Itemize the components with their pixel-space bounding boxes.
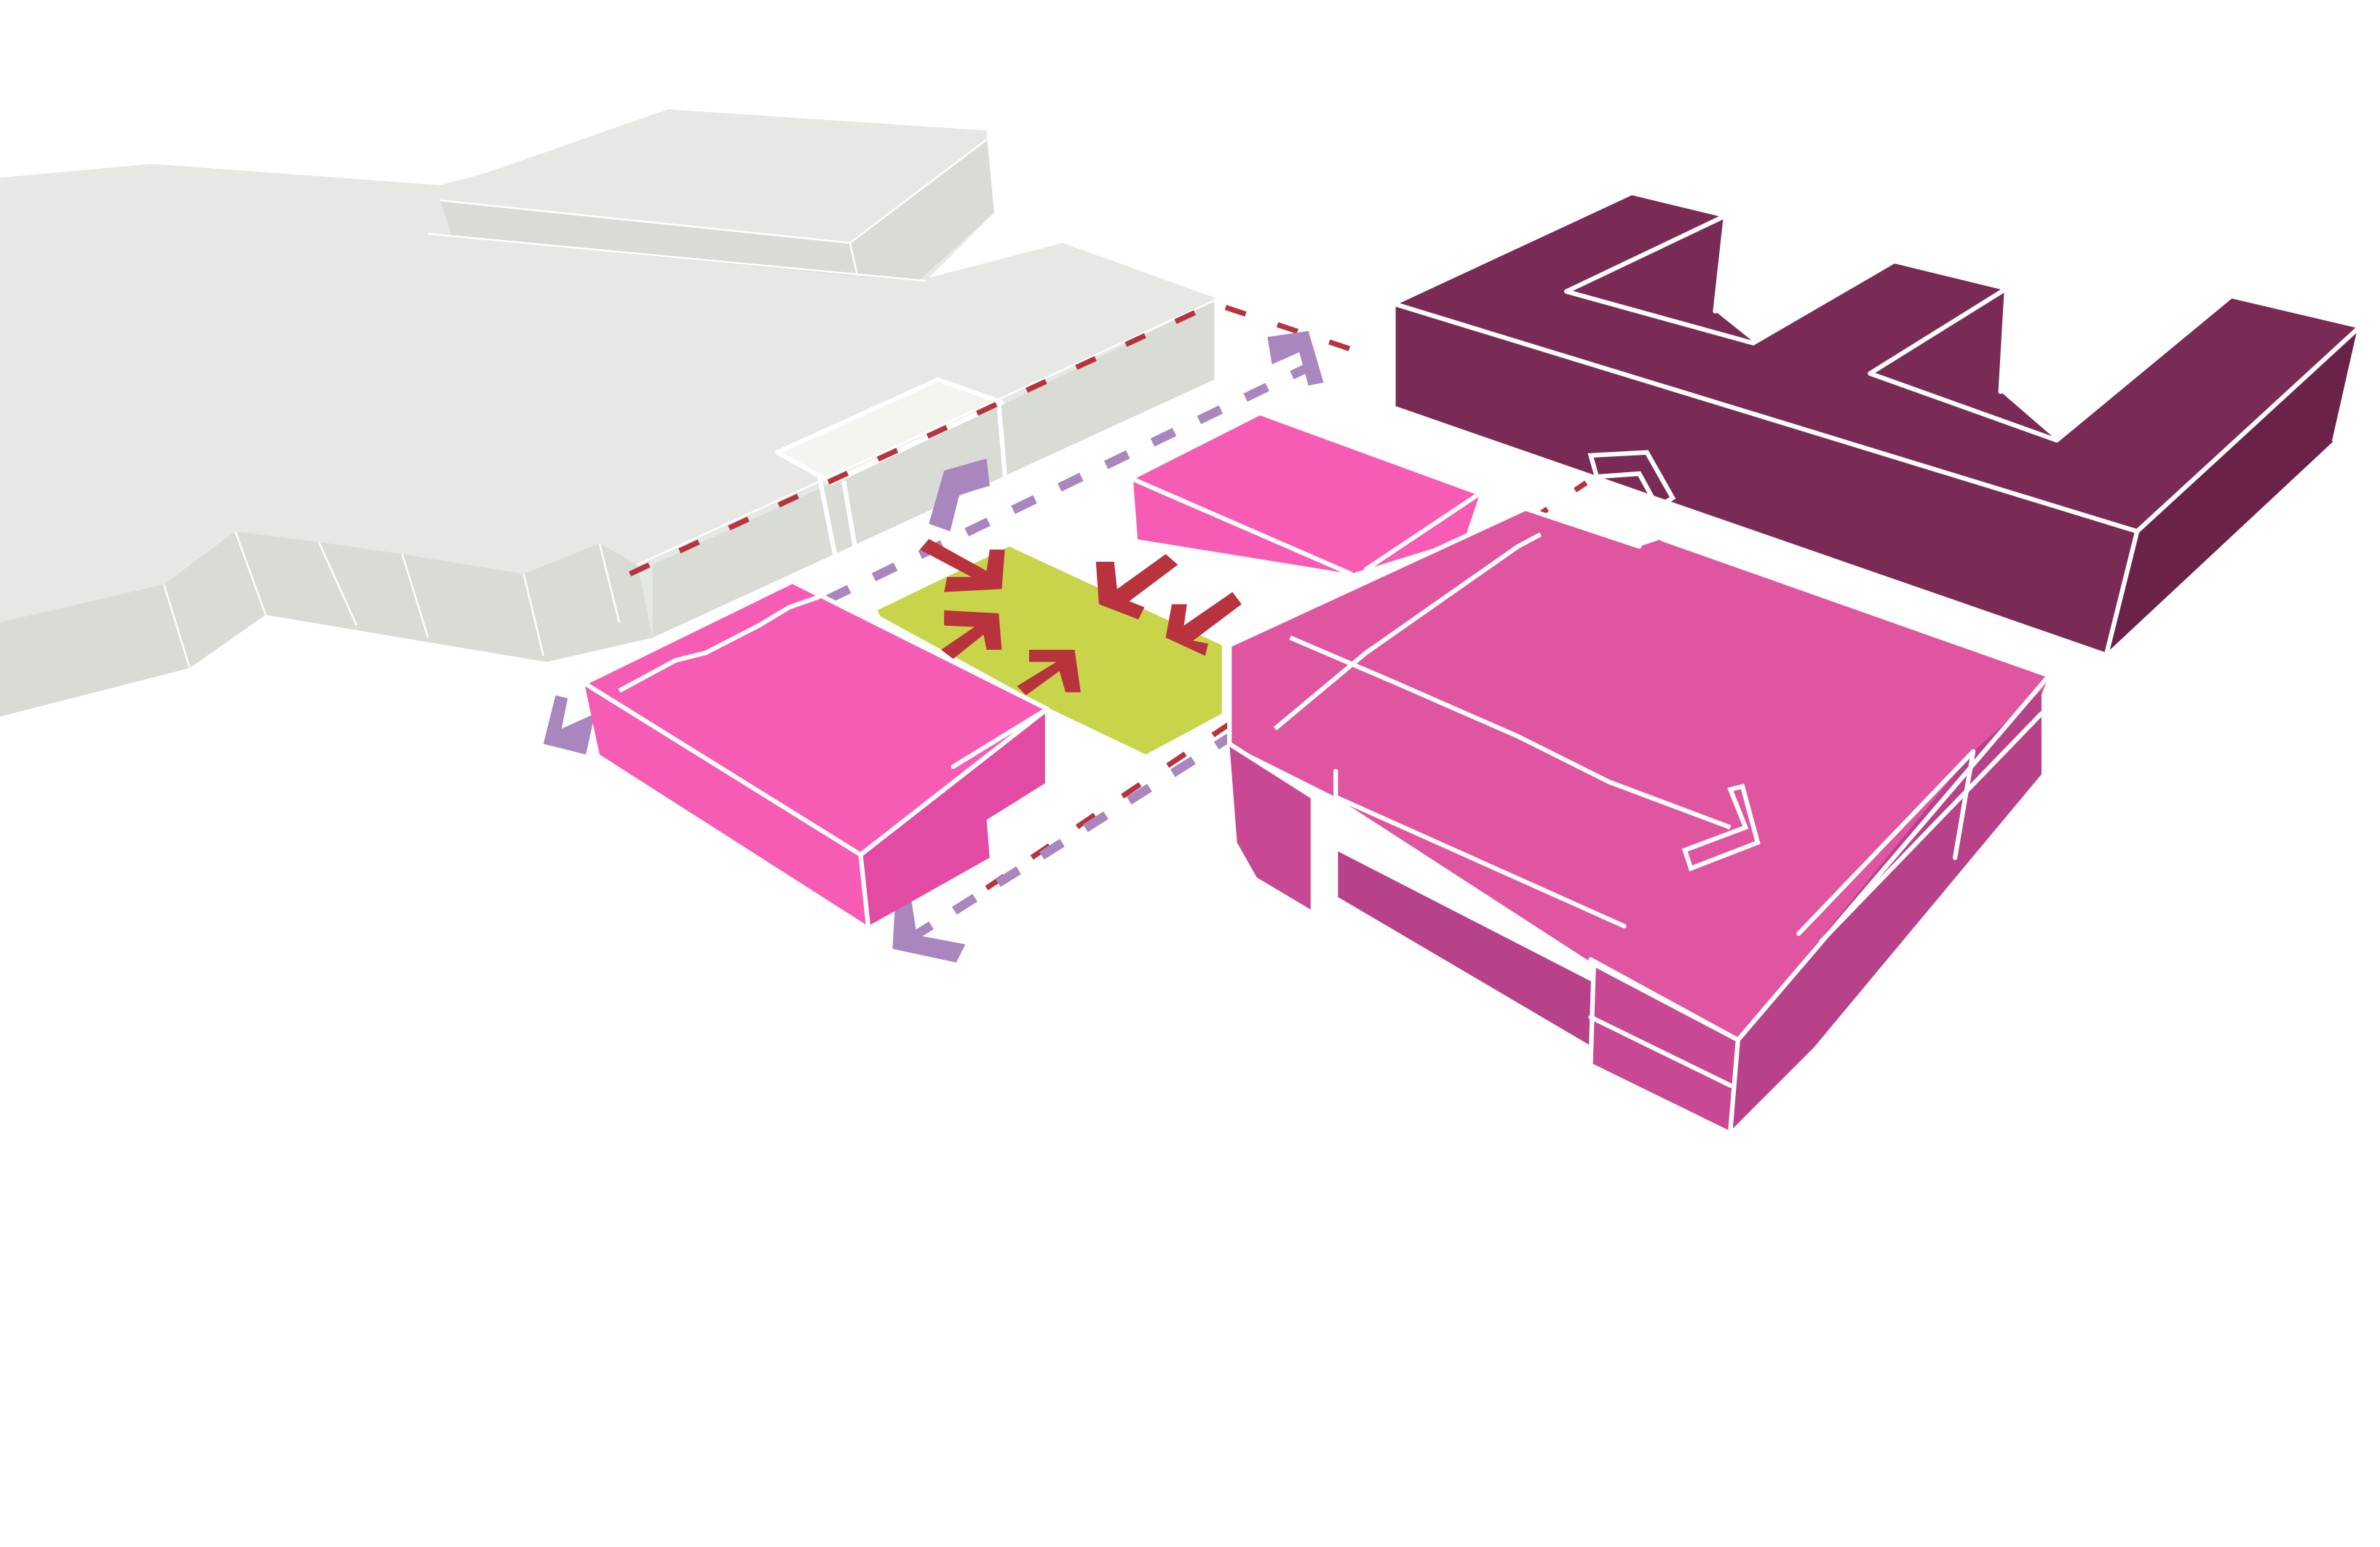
block-north-edges xyxy=(1128,476,1354,576)
block-west-edges xyxy=(858,852,871,928)
context-edges xyxy=(163,138,1215,669)
arrow-purple-icon xyxy=(929,458,990,532)
block-ne-right xyxy=(2106,326,2360,653)
building-block-north xyxy=(1128,410,1483,576)
arrow-red-icon xyxy=(919,538,1005,592)
canopy-edges xyxy=(774,377,1009,565)
building-block-northeast xyxy=(1391,190,2363,656)
block-east-edges xyxy=(1227,506,2052,1134)
block-east-roof xyxy=(1229,508,2050,1041)
block-west-edges xyxy=(951,707,1050,784)
context-buildings xyxy=(0,109,1215,717)
block-west-roof xyxy=(584,581,1047,855)
arrow-red-icon xyxy=(1165,592,1242,656)
arrow-red-icon xyxy=(1095,554,1178,620)
arrow-white-icon xyxy=(1681,783,1761,872)
route-purple-lower xyxy=(908,709,1270,942)
block-east-side xyxy=(1336,850,1617,1048)
flow-arrow-path xyxy=(618,594,821,693)
arrow-purple-icon xyxy=(892,895,966,963)
block-north-edges xyxy=(1128,476,1138,541)
entry-arrows xyxy=(919,538,1242,696)
context-face-upper xyxy=(440,200,858,277)
block-west-front xyxy=(584,683,868,926)
context-canopy xyxy=(777,379,1002,483)
flow-arrow-path xyxy=(1273,532,1542,731)
flow-arrow-path xyxy=(1289,635,1732,830)
arrow-white-icon xyxy=(1587,450,1676,511)
block-ne-edges xyxy=(1391,190,2363,656)
route-purple-upper xyxy=(825,357,1323,604)
arrow-purple-icon xyxy=(543,695,595,755)
building-block-west xyxy=(582,578,1050,928)
block-north-edges xyxy=(1128,410,1483,572)
block-east-front xyxy=(1590,963,1738,1132)
block-west-side xyxy=(860,709,1047,926)
context-face-lower xyxy=(0,531,653,717)
block-north-roof xyxy=(1130,413,1480,574)
arrow-red-icon xyxy=(1017,649,1081,696)
arrow-purple-icon xyxy=(1267,330,1324,386)
context-face-long xyxy=(652,301,1215,638)
building-block-east xyxy=(1227,506,2052,1134)
block-ne-roof xyxy=(1393,192,2360,532)
arrow-red-icon xyxy=(940,610,1002,659)
context-face-right xyxy=(849,139,994,281)
block-ne-front xyxy=(1393,303,2138,653)
